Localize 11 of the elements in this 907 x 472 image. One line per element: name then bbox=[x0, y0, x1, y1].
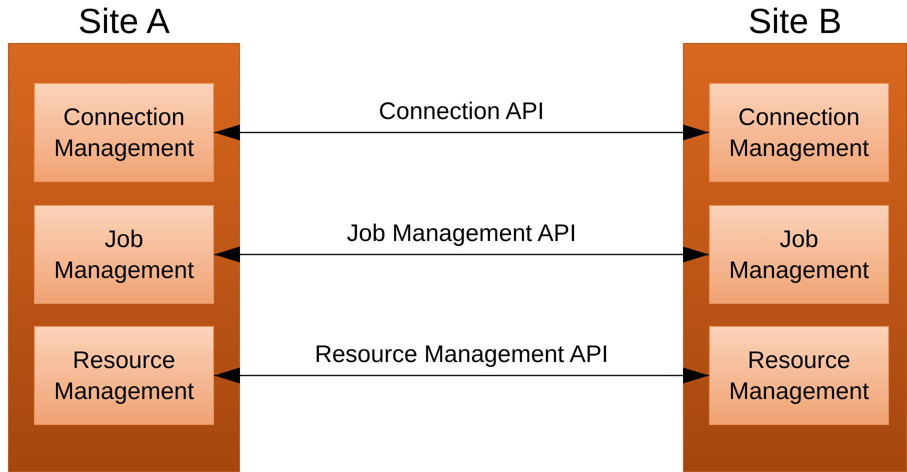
module-box: Resource Management bbox=[34, 326, 214, 425]
module-box: Resource Management bbox=[709, 326, 889, 425]
site-heading: Site A bbox=[77, 2, 171, 42]
double-arrow bbox=[214, 368, 709, 384]
site-heading: Site B bbox=[747, 2, 843, 42]
module-box: Connection Management bbox=[34, 83, 214, 182]
double-arrow bbox=[214, 124, 709, 140]
module-box: Connection Management bbox=[709, 83, 889, 182]
module-box: Job Management bbox=[34, 205, 214, 304]
double-arrow bbox=[214, 246, 709, 262]
module-box: Job Management bbox=[709, 205, 889, 304]
